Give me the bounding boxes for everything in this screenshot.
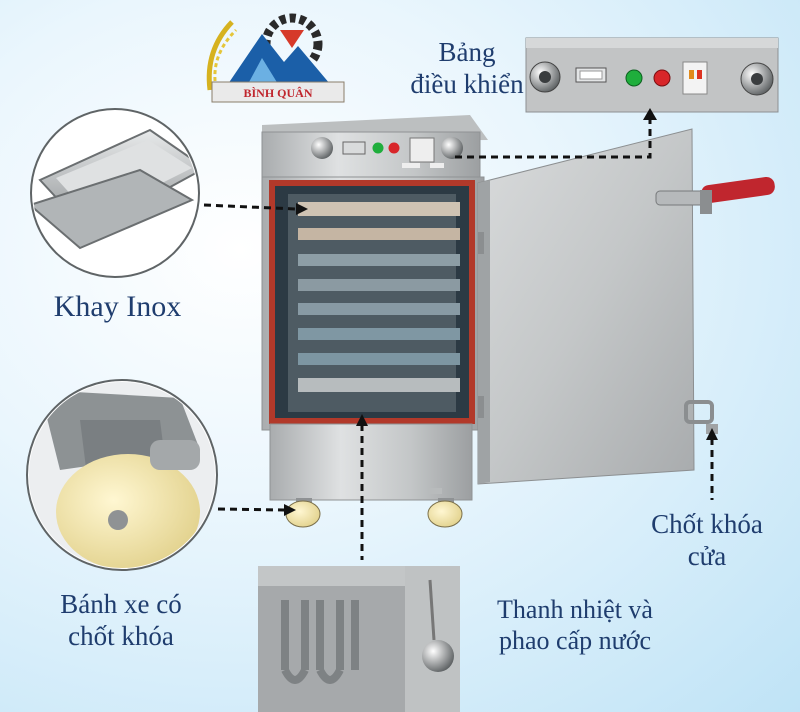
leader-arrowheads [284,108,718,516]
label-tray-text: Khay Inox [53,290,182,323]
water-float [422,579,454,672]
label-tray: Khay Inox [35,289,200,324]
label-wheel: Bánh xe có chốt khóa [36,589,206,653]
label-door-latch-line2: cửa [687,540,727,571]
leader-tray [203,203,297,211]
tray-rack [298,202,460,392]
brand-logo: BÌNH QUÂN [206,13,345,103]
door-handle [655,176,775,214]
cabinet-control-panel [311,137,463,168]
label-heater: Thanh nhiệt và phao cấp nước [470,595,680,656]
callout-leaders [203,118,714,560]
timer-knob-icon [740,62,774,96]
label-control-panel-line2: điều khiển [410,68,524,99]
breaker-icon [682,61,708,95]
tray-closeup-circle [30,108,200,278]
steamer-cabinet [261,115,775,528]
label-heater-line1: Thanh nhiệt và [497,595,653,624]
cabinet-door [477,128,695,485]
label-door-latch: Chốt khóa cửa [624,509,790,573]
power-knob-icon [529,61,561,93]
control-panel-inset [525,37,779,113]
caster-wheel [285,498,463,528]
label-wheel-line2: chốt khóa [68,620,174,651]
logo-mountain-gear-icon [206,13,345,103]
logo-brand-text: BÌNH QUÂN [243,86,312,100]
label-wheel-line1: Bánh xe có [60,589,182,619]
red-button-icon [653,69,671,87]
green-button-icon [625,69,643,87]
label-control-panel-line1: Bảng [438,37,496,67]
label-control-panel: Bảng điều khiển [408,37,526,101]
wheel-closeup-circle [26,379,218,571]
leader-control-panel [455,118,652,159]
heater-inset [258,566,460,712]
leader-wheel [217,507,285,512]
label-heater-line2: phao cấp nước [498,625,651,655]
label-door-latch-line1: Chốt khóa [651,509,763,539]
heating-element [281,600,359,684]
